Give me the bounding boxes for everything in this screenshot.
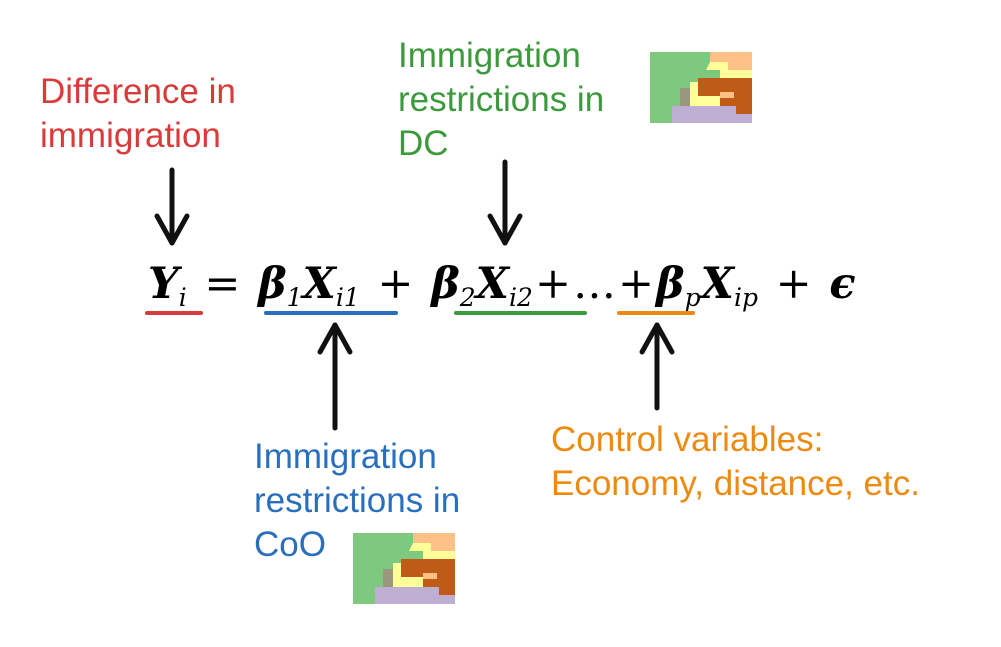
label-line: Economy, distance, etc. [551,464,920,503]
plus-sign: + [534,259,571,309]
map-thumbnail-icon [353,533,455,604]
term-y: Yi [148,259,187,312]
term-beta2-x2: β2Xi2 [431,259,533,312]
label-line: restrictions in [254,481,461,520]
label-line: CoO [254,525,326,564]
label-line: Immigration [398,36,581,75]
underline-coo [264,311,398,315]
label-line: DC [398,124,449,163]
term-beta1-x1: β1Xi1 [258,259,360,312]
map-thumbnail-icon [650,52,752,123]
label-restrictions-coo: Immigration restrictions in CoO [254,435,460,567]
label-restrictions-dc: Immigration restrictions in DC [398,34,604,166]
term-epsilon: ϵ [829,259,856,309]
plus-sign: + [617,259,655,309]
label-line: Difference in [40,72,236,111]
term-ellipsis: … [572,259,616,309]
equals-sign: = [204,259,241,309]
label-control-variables: Control variables: Economy, distance, et… [551,418,920,506]
arrow-down-dc [487,159,523,246]
arrow-up-coo [317,322,353,431]
plus-sign: + [377,259,414,309]
underline-y [145,311,203,315]
label-line: Control variables: [551,420,824,459]
regression-equation: Yi = β1Xi1 + β2Xi2+…+βpXip + ϵ [148,258,856,310]
plus-sign: + [775,259,812,309]
label-line: immigration [40,116,221,155]
arrow-down-difference [154,167,190,246]
arrow-up-control [639,322,675,411]
label-difference-in-immigration: Difference in immigration [40,70,236,158]
label-line: Immigration [254,437,437,476]
label-line: restrictions in [398,80,605,119]
underline-control [617,311,695,315]
underline-dc [454,311,587,315]
term-betap-xp: βpXip [656,259,758,312]
